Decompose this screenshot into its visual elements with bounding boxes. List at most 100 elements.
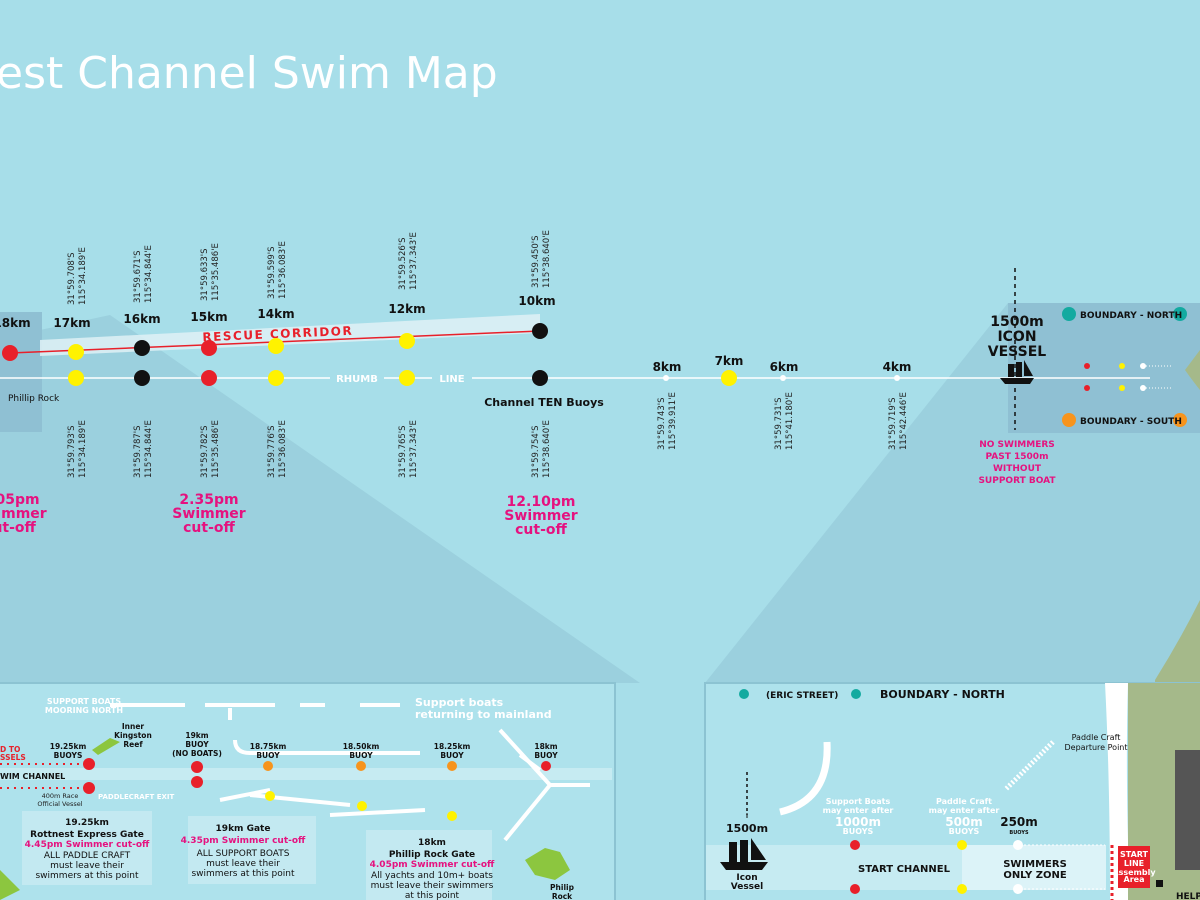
map-label: BUOY [185, 740, 209, 749]
map-label: must leave their [50, 861, 124, 871]
land-top [1185, 350, 1200, 390]
map-label: Inner [122, 722, 145, 731]
map-label: 6km [770, 360, 799, 374]
map-label: 19.25km [50, 742, 87, 751]
map-label: 115°36.083'E [278, 420, 288, 478]
map-label: 400m Race [42, 792, 79, 800]
buoy-red [2, 345, 18, 361]
map-label: MOORING NORTH [45, 706, 123, 715]
start-buoys-mini [1084, 363, 1172, 391]
map-label: 19km [185, 731, 208, 740]
map-label: HELP [1176, 892, 1200, 900]
map-label: BUOYS [949, 827, 980, 836]
cutoff-4-05pm: 4.05pm Swimmer cut-off [0, 492, 47, 536]
boat-route-arrows [110, 703, 590, 842]
map-label: Swimmer [0, 506, 47, 522]
map-label: SUPPORT BOAT [978, 476, 1056, 486]
map-label: SWIMMERS [1003, 859, 1067, 870]
marker-15km: 15km 31°59.633'S 115°35.486'E 31°59.782'… [190, 243, 227, 478]
map-label: ALL SUPPORT BOATS [197, 849, 290, 859]
channel-ten-label: Channel TEN Buoys [484, 396, 604, 409]
map-label: 115°41.180'E [785, 392, 795, 450]
map-label: 115°34.844'E [144, 420, 154, 478]
phillip-rock-label: Phillip Rock [8, 394, 60, 404]
map-label: Kingston [114, 731, 152, 740]
map-label: 115°34.844'E [144, 245, 154, 303]
map-label: 4.05pm Swimmer cut-off [370, 860, 495, 870]
start-panel: (ERIC STREET) BOUNDARY - NORTH Paddle Cr… [704, 682, 1200, 900]
gate-19km: 19km Gate 4.35pm Swimmer cut-off ALL SUP… [181, 816, 316, 884]
page-title: est Channel Swim Map [0, 48, 498, 99]
paddlecraft-exit: PADDLECRAFT EXIT [98, 793, 174, 801]
map-label: 19km Gate [216, 824, 271, 834]
line-label: LINE [439, 374, 464, 385]
map-label: BOUNDARY - NORTH [1080, 311, 1182, 321]
map-label: 31°59.787'S [133, 425, 143, 478]
map-label: 18km [0, 316, 31, 330]
map-label: Swimmer [172, 506, 245, 522]
cutoff-12-10pm: 12.10pm Swimmer cut-off [504, 494, 577, 538]
map-label: (NO BOATS) [172, 749, 222, 758]
map-label: PAST 1500m [986, 452, 1049, 462]
map-label: 250m [1000, 815, 1038, 829]
map-label: must leave their swimmers [371, 881, 494, 891]
map-label: Departure Point [1065, 743, 1128, 752]
map-label: 115°37.343'E [409, 420, 419, 478]
map-label: BUOY [256, 751, 280, 760]
no-swimmers-warning: NO SWIMMERS PAST 1500m WITHOUT SUPPORT B… [978, 440, 1056, 486]
map-label: 115°39.911'E [668, 392, 678, 450]
map-label: 31°59.743'S [657, 397, 667, 450]
ship-icon [1000, 360, 1034, 384]
map-label: 4.45pm Swimmer cut-off [25, 840, 150, 850]
gate-19-25km: 19.25km Rottnest Express Gate 4.45pm Swi… [22, 811, 152, 885]
map-label: 18.50km [343, 742, 380, 751]
map-label: 18km [534, 742, 557, 751]
map-label: 17km [53, 316, 90, 330]
map-label: BUOY [349, 751, 373, 760]
map-label: 115°37.343'E [409, 232, 419, 290]
map-label: ONLY ZONE [1003, 870, 1067, 881]
map-label: 18km [418, 838, 446, 848]
map-label: 19.25km [65, 818, 109, 828]
map-label: Paddle Craft [936, 797, 992, 806]
marker-16km: 16km 31°59.671'S 115°34.844'E 31°59.787'… [123, 245, 160, 478]
map-label: Rottnest Express Gate [30, 830, 144, 840]
map-label: BUOY [440, 751, 464, 760]
marker-12km: 12km 31°59.526'S 115°37.343'E 31°59.765'… [388, 232, 425, 478]
map-label: 10km [518, 294, 555, 308]
map-label: Vessel [731, 882, 763, 892]
map-label: Paddle Craft [1072, 733, 1121, 742]
map-label: BUOYS [843, 827, 874, 836]
map-label: ICON [997, 329, 1036, 345]
map-label: Philip [550, 883, 575, 892]
map-label: 31°59.719'S [888, 397, 898, 450]
map-label: (ERIC STREET) [766, 691, 838, 701]
map-label: 31°59.633'S [200, 248, 210, 301]
rescue-corridor-label: RESCUE CORRIDOR [202, 324, 353, 345]
map-label: BOUNDARY - SOUTH [1080, 417, 1182, 427]
map-label: D TO [0, 745, 20, 754]
map-label: ALL PADDLE CRAFT [44, 851, 131, 861]
map-label: 4.35pm Swimmer cut-off [181, 836, 306, 846]
boat-entry-arrow [779, 741, 831, 816]
start-area-box [1008, 303, 1200, 433]
finish-panel: SUPPORT BOATS MOORING NORTH Support boat… [0, 682, 616, 900]
boundary-north: BOUNDARY - NORTH [1062, 307, 1187, 321]
map-label: 115°38.640'E [542, 420, 552, 478]
map-label: Assembly [1112, 868, 1156, 877]
map-label: All yachts and 10m+ boats [371, 871, 493, 881]
map-label: cut-off [183, 520, 235, 536]
map-label: WITHOUT [993, 464, 1042, 474]
map-label: swimmers at this point [35, 871, 138, 881]
map-label: 31°59.450'S [531, 235, 541, 288]
map-label: BOUNDARY - NORTH [880, 688, 1005, 701]
marker-17km: 17km 31°59.708'S 115°34.189'E 31°59.793'… [53, 247, 90, 478]
map-label: 12.10pm [507, 494, 576, 510]
philip-rock-island [525, 848, 570, 880]
map-label: SSELS [0, 753, 26, 762]
map-label: 1500m [726, 822, 768, 835]
map-label: 12km [388, 302, 425, 316]
map-label: SUPPORT BOATS [47, 697, 122, 706]
marker-4km: 4km 31°59.719'S 115°42.446'E [883, 360, 912, 450]
map-label: cut-off [515, 522, 567, 538]
